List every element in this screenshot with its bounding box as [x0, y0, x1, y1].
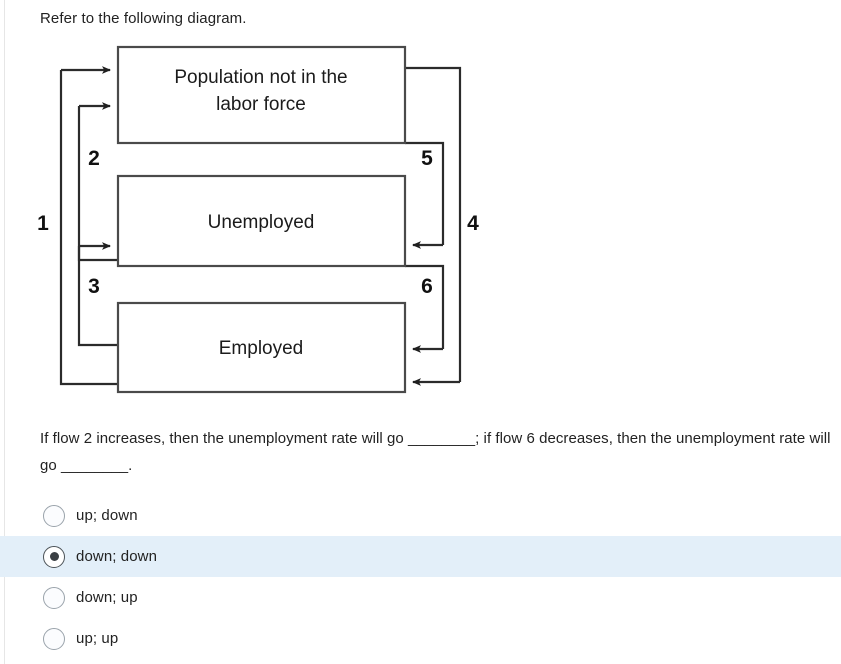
- question-text: If flow 2 increases, then the unemployme…: [40, 430, 831, 474]
- box-label-unemployed: Unemployed: [208, 212, 315, 233]
- radio-button-selected-icon[interactable]: [43, 545, 65, 568]
- box-label-line1: Population not in the: [174, 67, 347, 88]
- option-row[interactable]: up; down: [0, 495, 841, 536]
- box-unemployed: Unemployed: [116, 174, 407, 268]
- option-label: up; down: [76, 506, 138, 524]
- flow-arrow-6: [405, 264, 445, 353]
- flow-label-6: 6: [421, 275, 433, 298]
- flow-label-1: 1: [37, 212, 49, 235]
- radio-button-icon[interactable]: [43, 586, 65, 609]
- flow-arrow-2: [77, 102, 118, 262]
- option-row[interactable]: up; up: [0, 618, 841, 659]
- flow-arrow-5: [405, 141, 445, 249]
- box-label-employed: Employed: [219, 338, 304, 359]
- flow-arrow-1: [59, 66, 118, 386]
- box-not-in-labor-force: Population not in the labor force: [116, 45, 407, 145]
- box-employed: Employed: [116, 301, 407, 394]
- page-left-border: [4, 0, 5, 664]
- flow-label-4: 4: [467, 212, 479, 235]
- flow-arrow-4: [405, 66, 462, 386]
- flow-label-5: 5: [421, 147, 433, 170]
- option-row[interactable]: down; down: [0, 536, 841, 577]
- labor-force-flow-diagram: Population not in the labor force Unempl…: [37, 45, 479, 394]
- box-label-line2: labor force: [216, 94, 306, 115]
- option-row[interactable]: down; up: [0, 577, 841, 618]
- option-label: down; down: [76, 547, 158, 565]
- prompt-text: Refer to the following diagram.: [40, 10, 247, 27]
- flow-label-2: 2: [88, 147, 100, 170]
- flow-arrow-3: [77, 242, 118, 347]
- option-label: up; up: [76, 629, 119, 647]
- flow-label-3: 3: [88, 275, 100, 298]
- radio-button-icon[interactable]: [43, 504, 65, 527]
- radio-button-icon[interactable]: [43, 627, 65, 650]
- answer-options-list: up; down down; down down; up up; up: [0, 495, 841, 659]
- option-label: down; up: [76, 588, 138, 606]
